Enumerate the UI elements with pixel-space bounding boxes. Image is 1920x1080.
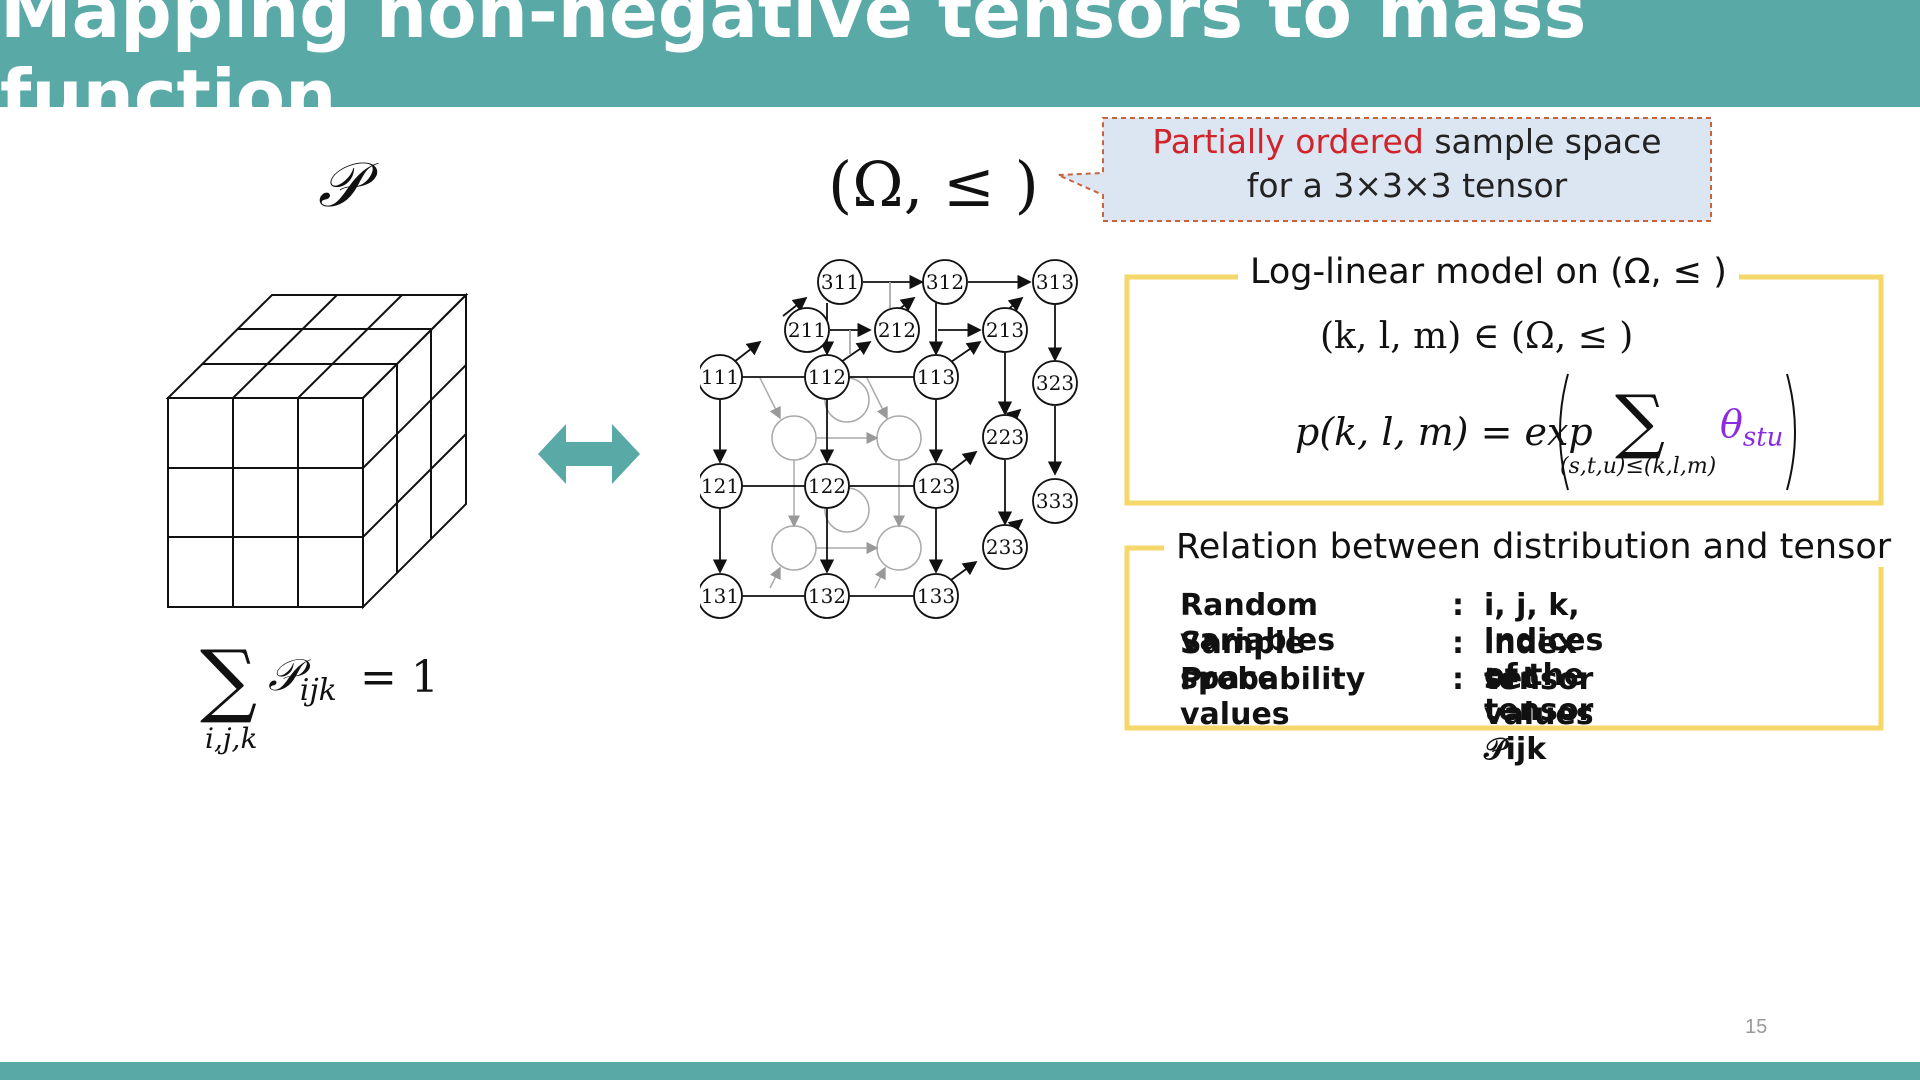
- callout-bubble: [1057, 117, 1712, 222]
- relation-label: Random variables: [1180, 588, 1336, 658]
- svg-text:111: 111: [701, 365, 739, 389]
- sum-subscript: (s,t,u)≤(k,l,m): [1560, 454, 1717, 479]
- svg-text:131: 131: [701, 584, 739, 608]
- tensor-entry: 𝒫ijk: [268, 650, 337, 708]
- loglinear-frame: [1124, 274, 1884, 506]
- lattice-node: 311: [817, 259, 863, 305]
- relation-colon: :: [1452, 588, 1464, 623]
- lattice-node: 313: [1032, 259, 1078, 305]
- svg-text:122: 122: [808, 474, 846, 498]
- theta-term: θstu: [1720, 402, 1784, 453]
- lattice-diagram: 311 312 313 211 212 213 111 112 113 323 …: [700, 259, 1078, 619]
- lattice-node: 333: [1032, 478, 1078, 524]
- svg-text:223: 223: [986, 425, 1024, 449]
- tensor-cube: [165, 292, 469, 610]
- sum-subscript: i,j,k: [205, 722, 258, 755]
- big-paren-open: [1559, 373, 1569, 491]
- relation-label: Sample space: [1180, 626, 1306, 696]
- svg-text:213: 213: [986, 318, 1024, 342]
- slide-title: Mapping non-negative tensors to mass fun…: [0, 0, 1920, 138]
- relation-label: Probability values: [1180, 662, 1366, 732]
- lattice-node: 132: [804, 573, 850, 619]
- svg-text:333: 333: [1036, 489, 1074, 513]
- svg-text:311: 311: [821, 270, 859, 294]
- bidirectional-arrow-icon: [538, 424, 640, 484]
- lattice-node: 133: [913, 573, 959, 619]
- lattice-node: 312: [922, 259, 968, 305]
- lattice-node: 211: [784, 307, 830, 353]
- footer-bar: [0, 1062, 1920, 1080]
- relation-value: tensor values 𝒫ijk: [1484, 662, 1594, 767]
- svg-text:313: 313: [1036, 270, 1074, 294]
- svg-text:233: 233: [986, 535, 1024, 559]
- svg-text:121: 121: [701, 474, 739, 498]
- callout-highlight: Partially ordered: [1152, 122, 1424, 161]
- lattice-node: 233: [982, 524, 1028, 570]
- svg-text:123: 123: [917, 474, 955, 498]
- svg-text:133: 133: [917, 584, 955, 608]
- svg-text:312: 312: [926, 270, 964, 294]
- svg-text:212: 212: [878, 318, 916, 342]
- lattice-node: 212: [874, 307, 920, 353]
- svg-text:112: 112: [808, 365, 846, 389]
- relation-value: index set: [1484, 626, 1577, 696]
- loglinear-title: Log-linear model on (Ω, ≤ ): [1238, 252, 1739, 292]
- lattice-node: 122: [804, 463, 850, 509]
- membership-formula: (k, l, m) ∈ (Ω, ≤ ): [1320, 316, 1634, 357]
- sum-rhs: = 1: [360, 652, 439, 703]
- lattice-node: 213: [982, 307, 1028, 353]
- lattice-node: 323: [1032, 360, 1078, 406]
- lattice-node: 131: [700, 573, 743, 619]
- relation-colon: :: [1452, 626, 1464, 661]
- callout-rest: sample space: [1434, 122, 1662, 161]
- lattice-node: 113: [913, 354, 959, 400]
- sum-sign: ∑: [1615, 380, 1665, 462]
- big-paren-close: [1786, 373, 1796, 491]
- tensor-symbol: 𝒫: [318, 148, 363, 221]
- svg-text:211: 211: [788, 318, 826, 342]
- lattice-node: 121: [700, 463, 743, 509]
- callout-text: Partially ordered sample space for a 3×3…: [1103, 120, 1711, 218]
- probability-lhs: p(k, l, m) = exp: [1295, 410, 1593, 454]
- svg-text:132: 132: [808, 584, 846, 608]
- page-number: 15: [1745, 1016, 1768, 1038]
- relation-value: i, j, k, indices of the tensor: [1484, 588, 1604, 728]
- sample-space-symbol: (Ω, ≤ ): [828, 148, 1039, 221]
- svg-text:113: 113: [917, 365, 955, 389]
- lattice-node: 111: [700, 354, 743, 400]
- lattice-node: 223: [982, 414, 1028, 460]
- lattice-node: 112: [804, 354, 850, 400]
- svg-text:323: 323: [1036, 371, 1074, 395]
- callout-line2: for a 3×3×3 tensor: [1246, 166, 1568, 205]
- relation-colon: :: [1452, 662, 1464, 697]
- relation-title: Relation between distribution and tensor: [1164, 527, 1904, 567]
- lattice-node: 123: [913, 463, 959, 509]
- sum-sign: ∑: [200, 633, 258, 726]
